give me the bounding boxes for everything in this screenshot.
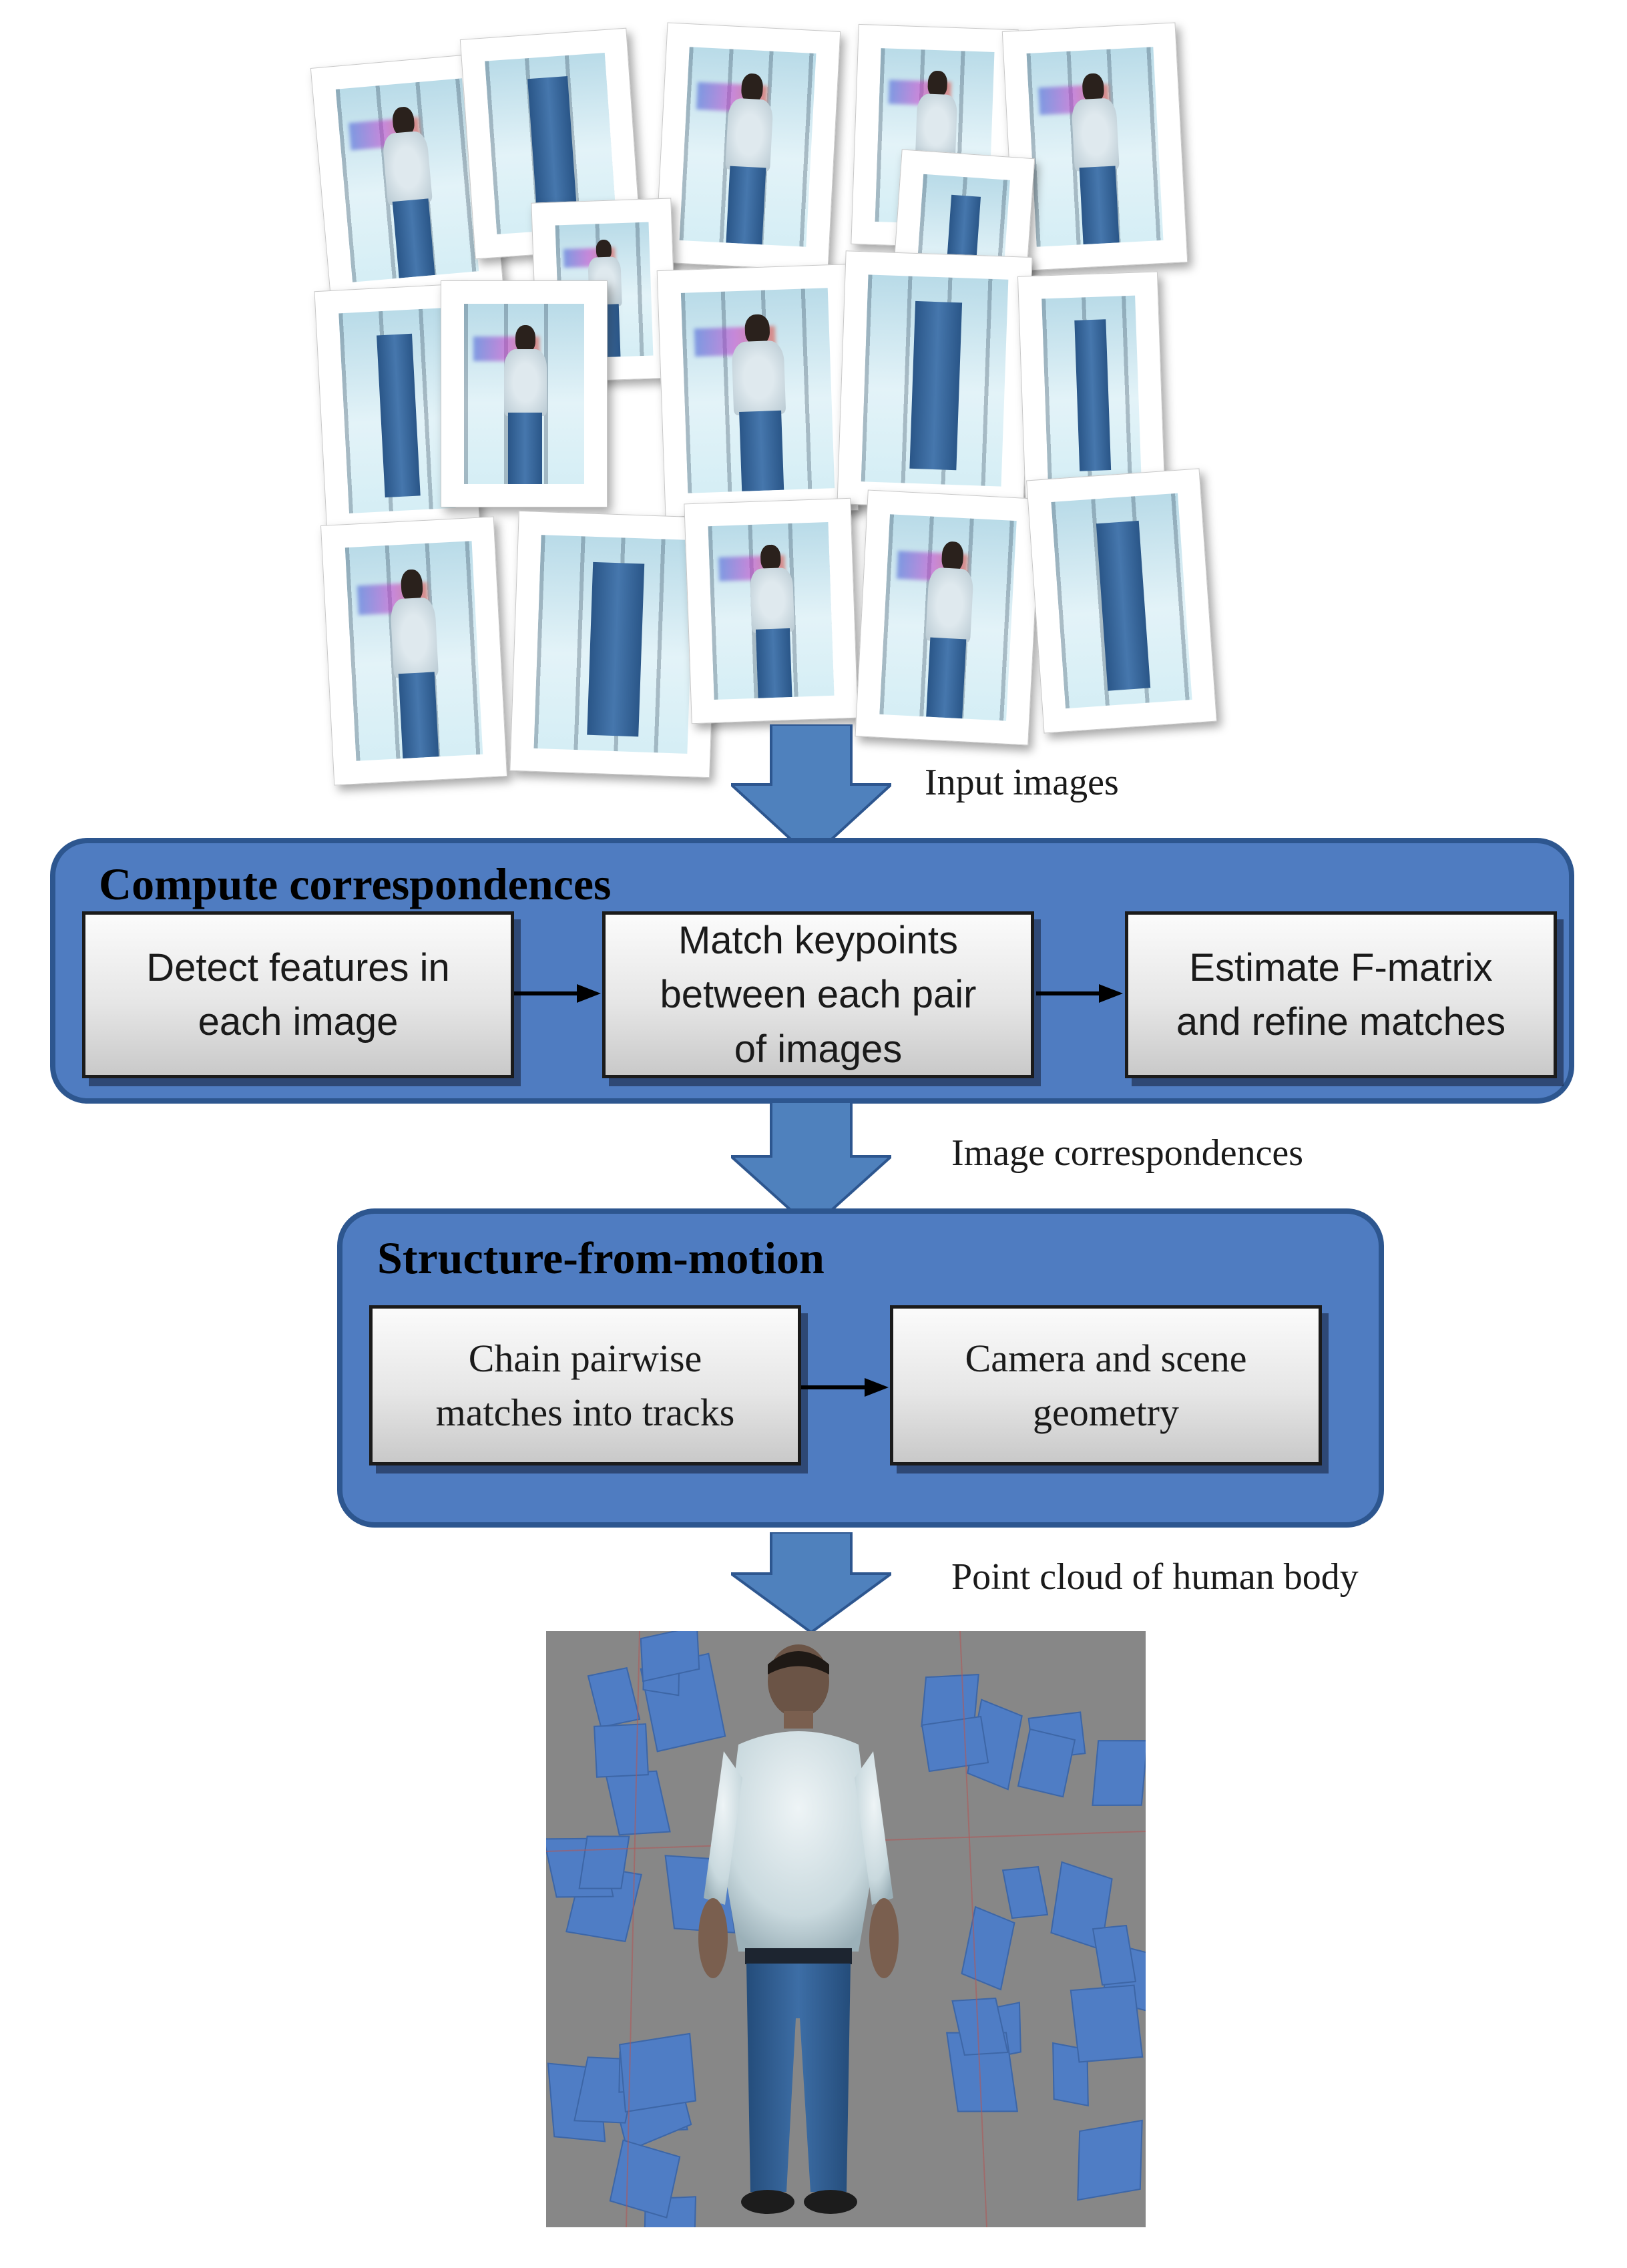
input-photo [441, 280, 608, 507]
arrow-chain-to-camera [801, 1378, 889, 1397]
down-arrow-input [731, 724, 891, 858]
structure-from-motion-title: Structure-from-motion [377, 1232, 825, 1283]
arrow-match-to-estimate [1036, 984, 1123, 1003]
input-photo [654, 22, 841, 272]
chain-matches-box: Chain pairwise matches into tracks [369, 1305, 801, 1465]
input-photo [656, 264, 859, 517]
arrow-detect-to-match [514, 984, 601, 1003]
estimate-fmatrix-box: Estimate F-matrix and refine matches [1125, 911, 1557, 1078]
human-body-point-cloud [698, 1644, 899, 2214]
input-photo [1026, 468, 1217, 734]
input-photo [684, 497, 859, 724]
detect-features-box: Detect features in each image [82, 911, 514, 1078]
down-arrow-correspondences [731, 1102, 891, 1228]
compute-correspondences-title: Compute correspondences [99, 859, 612, 909]
down-arrow-point-cloud [731, 1532, 891, 1632]
caption-image-correspondences: Image correspondences [951, 1132, 1304, 1174]
input-photo [320, 516, 508, 786]
match-keypoints-box: Match keypoints between each pair of ima… [602, 911, 1034, 1078]
camera-geometry-box: Camera and scene geometry [890, 1305, 1322, 1465]
input-photo [855, 489, 1041, 746]
caption-point-cloud: Point cloud of human body [951, 1556, 1359, 1598]
input-photo [1001, 22, 1188, 272]
input-photo [837, 250, 1033, 511]
input-photo-collage [310, 20, 1262, 788]
point-cloud-render [546, 1631, 1146, 2227]
caption-input-images: Input images [925, 762, 1119, 803]
